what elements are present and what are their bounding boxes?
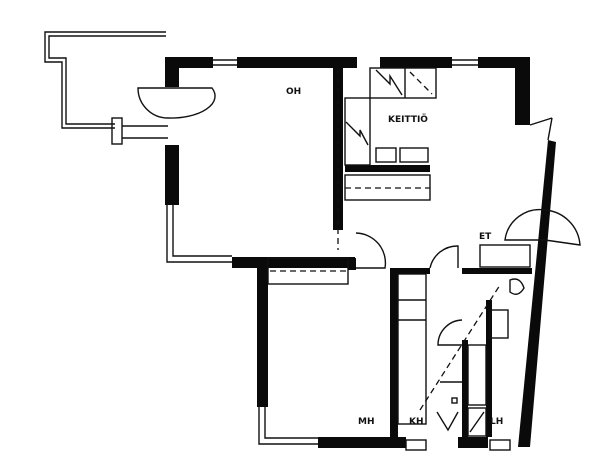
kitchen-counters <box>337 67 437 250</box>
bathroom-window <box>405 439 511 451</box>
exterior-walls <box>165 57 556 448</box>
balcony <box>44 31 168 145</box>
room-label-living-room: OH <box>286 87 301 97</box>
room-label-entry: ET <box>479 232 492 242</box>
room-label-sauna: LH <box>490 417 503 427</box>
balcony-door <box>137 87 216 119</box>
interior-walls <box>333 68 532 437</box>
room-label-bedroom: MH <box>358 417 375 427</box>
room-label-bathroom: KH <box>409 417 424 427</box>
living-room-storage <box>267 257 349 285</box>
doors <box>355 208 581 383</box>
room-label-kitchen: KEITTIÖ <box>388 114 428 125</box>
bathroom-fixtures <box>397 244 531 437</box>
